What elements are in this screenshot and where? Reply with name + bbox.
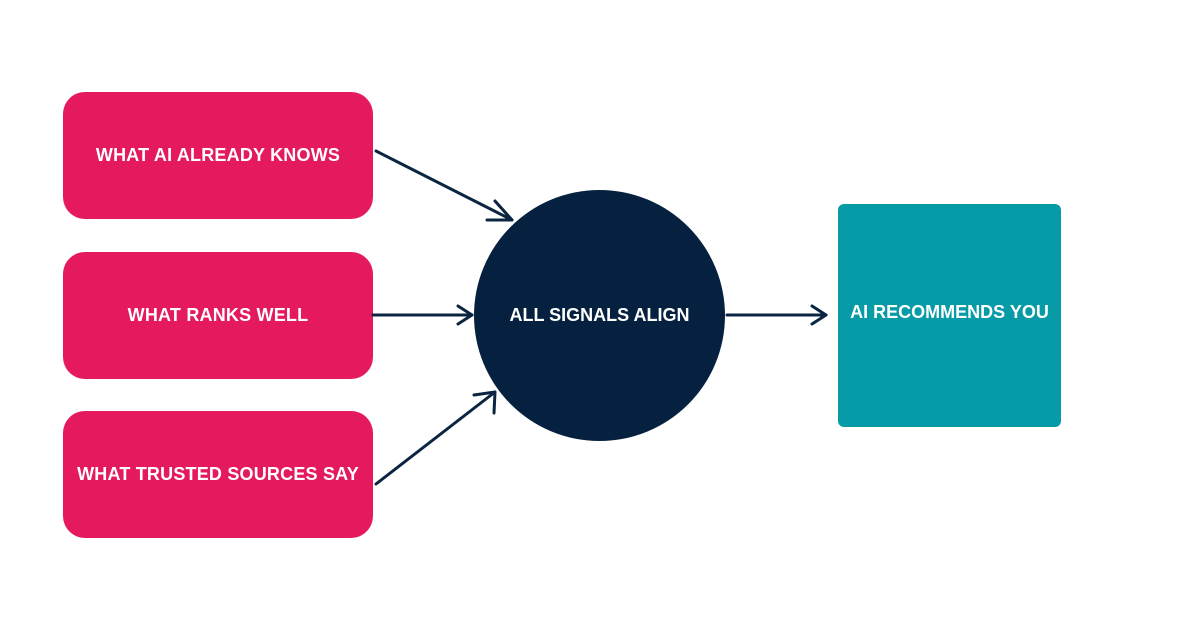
arrow-ai-knows-to-hub [374,149,514,222]
input-box-ai-knows: WHAT AI ALREADY KNOWS [63,92,373,219]
output-label: AI RECOMMENDS YOU [850,302,1049,322]
input-box-label: WHAT RANKS WELL [127,305,309,325]
input-box-trusted-sources: WHAT TRUSTED SOURCES SAY [63,411,373,538]
input-box-label: WHAT TRUSTED SOURCES SAY [77,464,359,484]
arrow-hub-to-output [725,304,828,326]
input-box-label: WHAT AI ALREADY KNOWS [95,145,341,165]
input-box-ranks-well: WHAT RANKS WELL [63,252,373,379]
output-box: AI RECOMMENDS YOU [838,204,1061,427]
hub-circle: ALL SIGNALS ALIGN [474,190,725,441]
arrow-trusted-sources-to-hub [374,390,497,486]
arrow-ranks-well-to-hub [371,304,474,326]
hub-label: ALL SIGNALS ALIGN [509,305,690,325]
